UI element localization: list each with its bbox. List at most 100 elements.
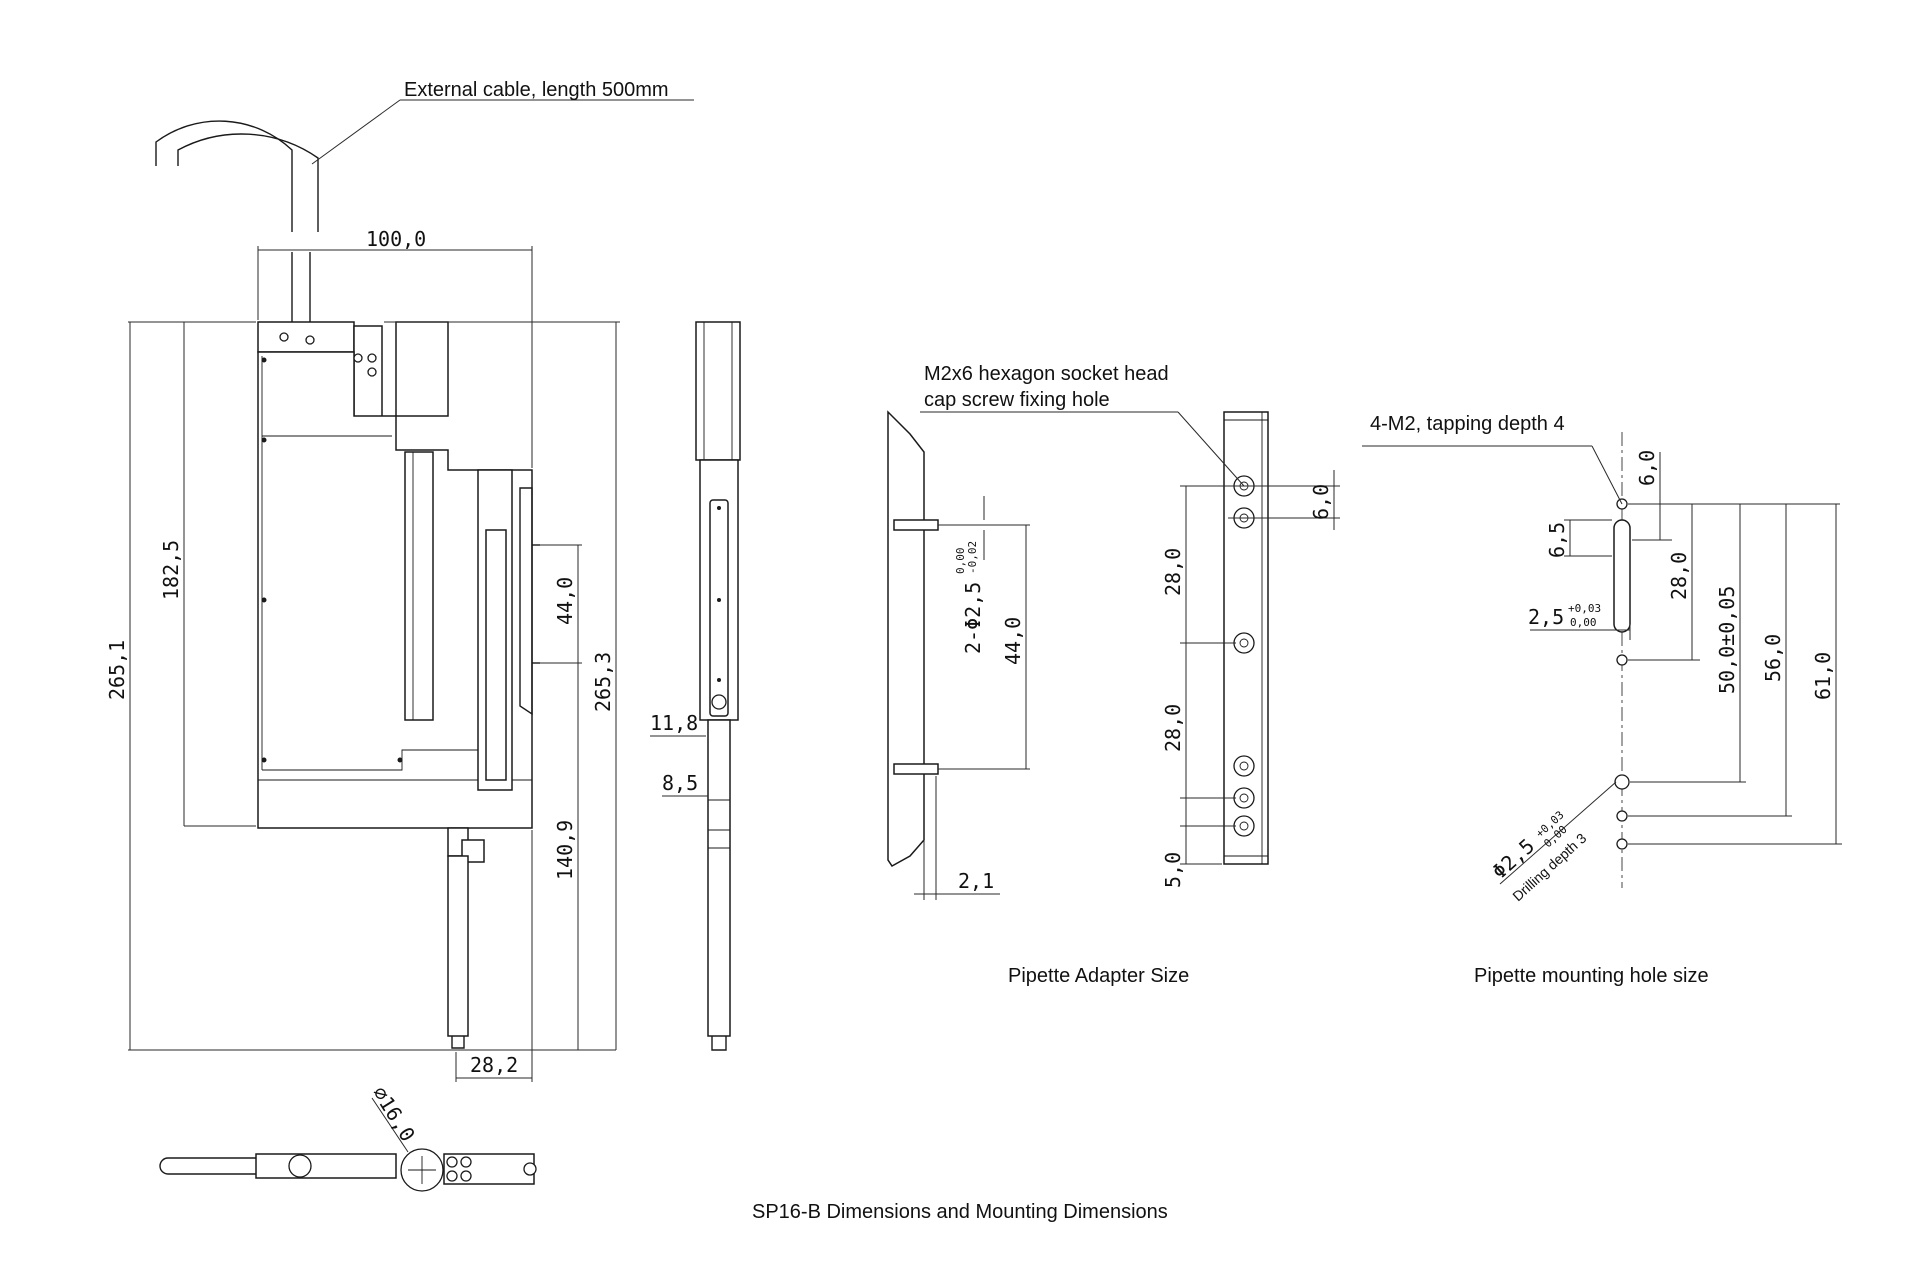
dim-adapter-tol-upper: 0,00 (954, 548, 967, 575)
side-view: 11,8 8,5 (650, 321, 741, 1051)
tip-shaft (447, 855, 469, 1037)
adapter-pin-bottom (893, 763, 939, 775)
adapter-hole-inner (1239, 793, 1249, 803)
dim-adapter-pitch1: 28,0 (1161, 548, 1185, 596)
screw-note-line2: cap screw fixing hole (924, 389, 1110, 411)
side-upper-block (695, 321, 741, 461)
motor-housing (395, 321, 449, 417)
mounting-hole-view: 6,0 6,5 2,5 +0,03 0,00 28,0 50,0±0,05 56… (1362, 413, 1842, 987)
caption-adapter: Pipette Adapter Size (1008, 965, 1189, 987)
mount-hole (1616, 654, 1628, 666)
bottom-body (255, 1153, 397, 1179)
dim-height-right: 265,3 (591, 652, 615, 712)
drawing-title: SP16-B Dimensions and Mounting Dimension… (752, 1201, 1168, 1223)
main-front-view: 100,0 265,1 182,5 265,3 44,0 140,9 28,2 … (105, 79, 694, 1082)
screw-icon (367, 367, 377, 377)
leader-line (1177, 411, 1245, 487)
dim-adapter-pin-pitch: 44,0 (1001, 617, 1025, 665)
rivet (261, 597, 267, 603)
dim-mount-slot-tol-upper: +0,03 (1568, 602, 1601, 615)
screw-icon (446, 1156, 458, 1168)
adapter-plate-side (887, 410, 925, 867)
cable-inner (177, 133, 319, 232)
adapter-hole (1233, 632, 1255, 654)
dim-diameter: 16,0 (374, 1092, 420, 1146)
lead-rod (404, 451, 434, 721)
cable-outer (155, 120, 293, 232)
dim-holes-pitch: 44,0 (553, 577, 577, 625)
tip-end (451, 1036, 465, 1049)
dim-side-thick2: 8,5 (662, 771, 698, 795)
adapter-hole-inner (1239, 761, 1249, 771)
mount-hole (1616, 838, 1628, 850)
rivet (261, 357, 267, 363)
rivet (397, 757, 403, 763)
leader-line (371, 1097, 409, 1153)
side-hole (711, 694, 727, 710)
rivet (261, 757, 267, 763)
rivet (261, 437, 267, 443)
dim-tip-offset: 28,2 (470, 1053, 518, 1077)
diameter-label: ⌀16,0 (368, 1082, 420, 1146)
screw-icon (353, 353, 363, 363)
dim-mount-pitch3: 56,0 (1761, 634, 1785, 682)
main-body (257, 351, 533, 829)
dim-mount-slot-width: 2,5 (1528, 605, 1564, 629)
adapter-pin-top (893, 519, 939, 531)
dim-mount-pitch4: 61,0 (1811, 652, 1835, 700)
side-slot (709, 499, 729, 717)
adapter-hole (1233, 787, 1255, 809)
dim-side-thick1: 11,8 (650, 711, 698, 735)
bottom-head (443, 1153, 535, 1185)
rivet (717, 506, 721, 510)
mount-slot (1613, 519, 1631, 633)
adapter-hole-inner (1239, 821, 1249, 831)
side-shaft (707, 719, 731, 1037)
dim-mount-slot: 6,5 (1545, 522, 1569, 558)
adapter-pin-label: 2-Φ2,5 (961, 582, 985, 654)
dim-adapter-pitch2: 28,0 (1161, 704, 1185, 752)
adapter-side-view: 44,0 2-Φ2,5 0,00 -0,02 2,1 (887, 410, 1030, 900)
dim-adapter-plate: 2,1 (958, 869, 994, 893)
dim-adapter-top: 6,0 (1309, 484, 1333, 520)
adapter-hole-inner (1239, 638, 1249, 648)
rivet (717, 598, 721, 602)
dim-mount-pitch1: 28,0 (1667, 552, 1691, 600)
dim-height-body: 182,5 (159, 540, 183, 600)
rivet (717, 678, 721, 682)
bottom-view: ⌀16,0 (159, 1082, 537, 1192)
screw-icon (446, 1170, 458, 1182)
caption-mounting: Pipette mounting hole size (1474, 965, 1709, 987)
adapter-hole (1233, 755, 1255, 777)
bottom-cap (288, 1154, 312, 1178)
adapter-plate (519, 487, 533, 716)
dim-mount-pitch2: 50,0±0,05 (1715, 586, 1739, 694)
screw-note-line1: M2x6 hexagon socket head (924, 363, 1169, 385)
screw-icon (367, 353, 377, 363)
adapter-front-view: 28,0 28,0 5,0 6,0 M2x6 hexagon socket he… (920, 363, 1340, 987)
dim-tip-section: 140,9 (553, 820, 577, 880)
leader-line (311, 99, 401, 165)
screw-icon (523, 1162, 537, 1176)
tapping-note: 4-M2, tapping depth 4 (1370, 413, 1565, 435)
adapter-hole (1233, 815, 1255, 837)
dim-adapter-pin-base: 2-Φ2,5 (961, 582, 985, 654)
mount-hole (1614, 774, 1630, 790)
screw-icon (305, 335, 315, 345)
dim-adapter-bottom: 5,0 (1161, 852, 1185, 888)
screw-icon (460, 1156, 472, 1168)
leader-line (1499, 781, 1617, 885)
guide-slot (485, 529, 507, 781)
dim-adapter-tol-lower: -0,02 (966, 541, 979, 574)
screw-icon (460, 1170, 472, 1182)
bottom-cable (159, 1157, 256, 1175)
screw-icon (279, 332, 289, 342)
dim-mount-top: 6,0 (1635, 450, 1659, 486)
dim-mount-slot-tol-lower: 0,00 (1570, 616, 1597, 629)
dim-width: 100,0 (366, 227, 426, 251)
leader-line (1591, 445, 1623, 505)
top-connector-block (257, 321, 355, 353)
cable-note: External cable, length 500mm (404, 79, 669, 101)
dim-height-total: 265,1 (105, 640, 129, 700)
